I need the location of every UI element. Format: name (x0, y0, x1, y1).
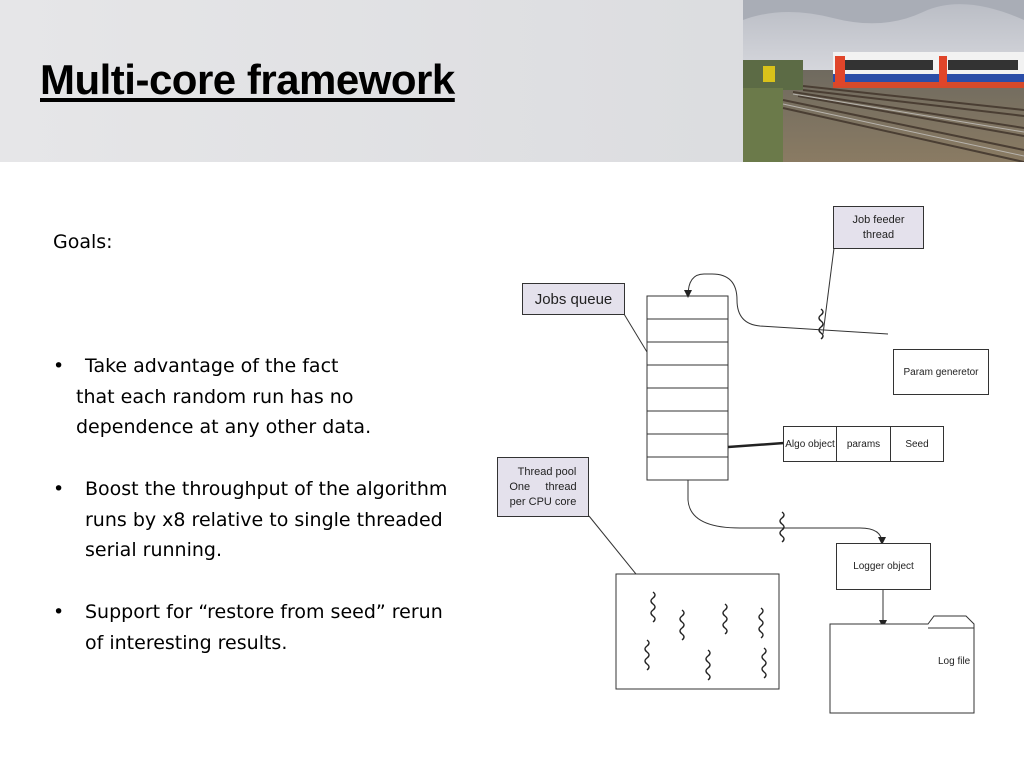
logger-object-text: Logger object (853, 561, 914, 572)
params-box: params (836, 426, 891, 462)
jobs-queue-rows (647, 318, 728, 458)
thread-pool-text: per CPU core (509, 495, 577, 508)
train-photo (743, 0, 1024, 162)
param-generator-text: Param generetor (903, 366, 979, 378)
algo-object-box: Algo object (783, 426, 837, 462)
bullet-item: • Take advantage of the fact that each r… (53, 351, 371, 443)
bullet-dot: • (53, 478, 65, 500)
bullet-line: dependence at any other data. (76, 416, 372, 438)
jobs-queue-text: Jobs queue (534, 290, 613, 308)
job-feeder-text: Job feeder (852, 213, 905, 226)
queue-algo-link (727, 441, 785, 449)
param-generator-box: Param generetor (893, 349, 989, 395)
thread-pool-text: Thread pool (517, 465, 577, 478)
seed-box: Seed (890, 426, 944, 462)
thread-pool-label: Thread pool One thread per CPU core (497, 457, 589, 517)
params-text: params (846, 438, 881, 450)
logger-arrow (687, 480, 886, 545)
job-feeder-pointer (822, 247, 835, 335)
bullet-line: serial running. (85, 539, 222, 561)
feed-arrow (684, 273, 889, 335)
jobs-queue-pointer (623, 313, 648, 353)
bullet-line: Boost the throughput of the algorithm (85, 478, 448, 500)
jobs-queue-label: Jobs queue (522, 283, 625, 315)
algo-object-text: Algo object (785, 438, 835, 450)
job-feeder-label: Job feeder thread (833, 206, 924, 249)
bullet-line: runs by x8 relative to single threaded (85, 508, 443, 531)
logger-object-box: Logger object (836, 543, 931, 590)
seed-text: Seed (905, 438, 929, 450)
bullet-dot: • (53, 355, 65, 377)
log-file-folder (829, 615, 975, 714)
slide-title: Multi-core framework (40, 56, 455, 103)
bullet-dot: • (53, 601, 65, 623)
goals-label: Goals: (53, 231, 113, 253)
log-file-label: Log file (938, 656, 971, 667)
thread-pool-container (615, 573, 780, 690)
bullet-line: of interesting results. (85, 631, 288, 654)
feeder-thread-squiggle (818, 308, 824, 340)
bullet-line: that each random run has no (76, 385, 354, 408)
bullet-item: • Boost the throughput of the algorithm … (53, 474, 447, 566)
bullet-line: Take advantage of the fact (85, 355, 339, 377)
logger-thread-squiggle (779, 511, 785, 543)
thread-pool-text: One thread (509, 480, 577, 493)
bullet-line: Support for “restore from seed” rerun (85, 601, 443, 623)
thread-pool-pointer (588, 515, 637, 575)
bullet-item: • Support for “restore from seed” rerun … (53, 597, 443, 658)
job-feeder-text: thread (862, 228, 895, 241)
